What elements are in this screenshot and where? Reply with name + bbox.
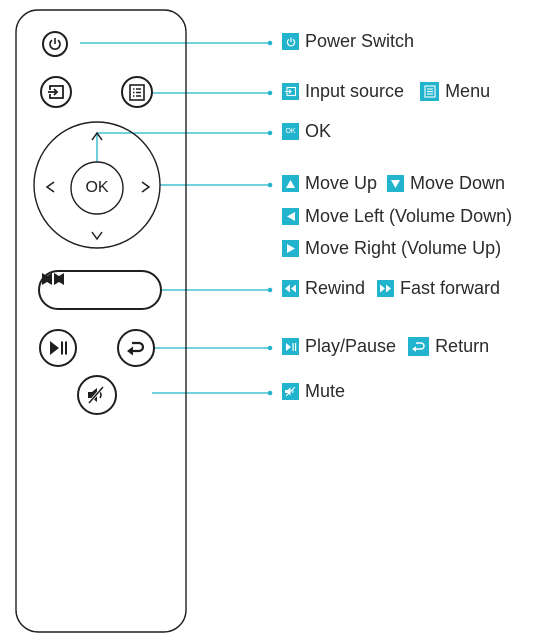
nav-down-button[interactable] (89, 229, 105, 243)
legend-move-down-label: Move Down (410, 173, 506, 193)
dpad-ring (33, 121, 161, 249)
legend-rewind-ff: Rewind Fast forward (282, 278, 500, 299)
legend-power-label: Power Switch (305, 31, 415, 51)
legend-move-up-label: Move Up (305, 173, 378, 193)
menu-button[interactable] (121, 76, 153, 108)
mute-icon (282, 383, 299, 400)
play-pause-button[interactable] (39, 329, 77, 367)
legend-move-right: Move Right (Volume Up) (282, 238, 501, 259)
legend-input-menu: Input source Menu (282, 81, 490, 102)
chevron-right-icon (141, 181, 151, 193)
legend-play-pause-label: Play/Pause (305, 336, 397, 356)
power-button[interactable] (42, 31, 68, 57)
chevron-left-icon (45, 181, 55, 193)
legend-move-up-down: Move Up Move Down (282, 173, 505, 194)
legend-rewind-label: Rewind (305, 278, 366, 298)
arrow-down-icon (387, 175, 405, 192)
chevron-down-icon (91, 231, 103, 241)
dpad-callout-dot (267, 182, 273, 188)
skip-pill (38, 270, 162, 310)
mute-button[interactable] (77, 375, 117, 415)
legend-return-label: Return (435, 336, 490, 356)
fast-forward-icon[interactable] (40, 272, 66, 286)
power-icon (282, 33, 299, 50)
power-icon (49, 38, 61, 50)
skip-callout-dot (267, 287, 273, 293)
chevron-up-icon (91, 131, 103, 141)
legend-power: Power Switch (282, 31, 414, 52)
return-button[interactable] (117, 329, 155, 367)
power-callout-dot (267, 40, 273, 46)
mute-callout-dot (267, 390, 273, 396)
mute-icon (87, 386, 105, 404)
nav-up-button[interactable] (89, 129, 105, 143)
legend-move-right-label: Move Right (Volume Up) (305, 238, 502, 258)
play-callout-dot (267, 345, 273, 351)
ok-icon-text: OK (285, 128, 296, 135)
nav-left-button[interactable] (43, 179, 57, 195)
legend-mute: Mute (282, 381, 345, 402)
menu-icon (420, 82, 440, 101)
arrow-left-icon (282, 208, 299, 225)
legend-ok-label: OK (305, 121, 332, 141)
rewind-icon (282, 280, 299, 297)
ok-icon: OK (282, 123, 299, 140)
return-icon (127, 341, 145, 356)
arrow-up-icon (282, 175, 299, 192)
legend-mute-label: Mute (305, 381, 346, 401)
input-callout-dot (267, 90, 273, 96)
return-icon (408, 337, 430, 356)
fast-forward-icon (377, 280, 395, 297)
input-source-icon (47, 85, 64, 99)
menu-icon (129, 83, 145, 101)
arrow-right-icon (282, 240, 299, 257)
ok-button-label: OK (85, 179, 109, 196)
legend-menu-label: Menu (445, 81, 491, 101)
play-pause-icon (282, 338, 299, 355)
nav-right-button[interactable] (139, 179, 153, 195)
legend-fast-forward-label: Fast forward (400, 278, 501, 298)
input-source-button[interactable] (40, 76, 72, 108)
ok-ring (70, 161, 124, 215)
play-pause-icon (50, 341, 67, 355)
legend-move-left-label: Move Left (Volume Down) (305, 206, 513, 226)
ok-button[interactable]: OK (71, 176, 123, 200)
legend-input-label: Input source (305, 81, 405, 101)
ok-callout-dot (267, 130, 273, 136)
input-source-icon (282, 83, 299, 100)
legend-move-left: Move Left (Volume Down) (282, 206, 512, 227)
legend-ok: OK OK (282, 121, 331, 142)
legend-play-return: Play/Pause Return (282, 336, 489, 357)
